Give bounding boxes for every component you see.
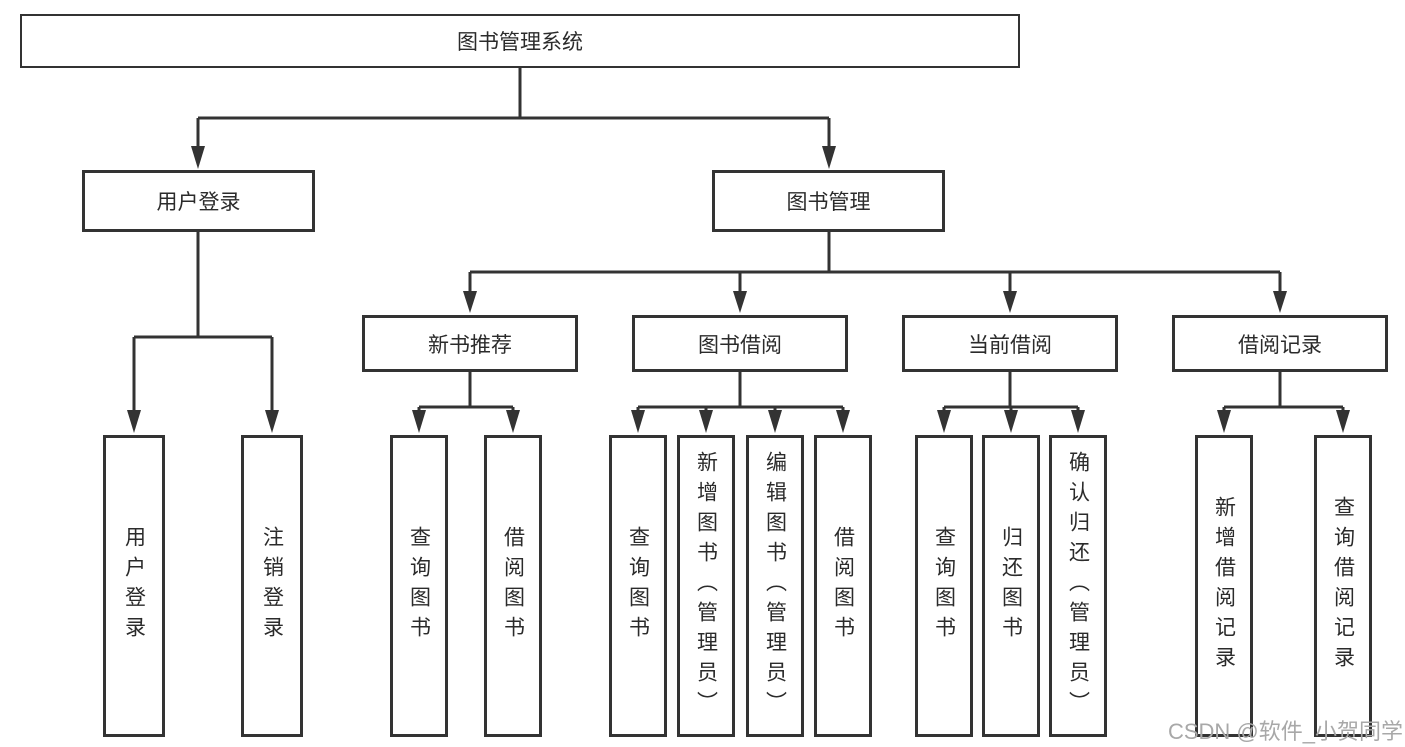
node-label: 确认归还（管理员） — [1066, 451, 1090, 721]
arrow-down-icon — [506, 410, 520, 433]
arrow-down-icon — [1071, 410, 1085, 433]
node-label: 借阅图书 — [831, 526, 855, 646]
arrow-down-icon — [631, 410, 645, 433]
leaf-borrow-books-2: 借阅图书 — [814, 435, 872, 737]
node-label: 新书推荐 — [428, 333, 512, 357]
leaf-query-books-3: 查询图书 — [915, 435, 973, 737]
arrow-down-icon — [822, 146, 836, 169]
node-label: 新增图书（管理员） — [694, 451, 718, 721]
node-label: 用户登录 — [122, 526, 146, 646]
arrow-down-icon — [1003, 291, 1017, 313]
leaf-query-borrow-record: 查询借阅记录 — [1314, 435, 1372, 737]
node-current-borrow: 当前借阅 — [902, 315, 1118, 372]
node-user-login: 用户登录 — [82, 170, 315, 232]
arrow-down-icon — [127, 410, 141, 433]
arrow-down-icon — [768, 410, 782, 433]
connector-new-book-to-leaves — [412, 372, 520, 433]
node-book-borrow: 图书借阅 — [632, 315, 848, 372]
node-label: 图书管理系统 — [457, 31, 583, 54]
node-label: 借阅图书 — [501, 526, 525, 646]
connector-root-to-level2 — [191, 68, 836, 169]
arrow-down-icon — [699, 410, 713, 433]
node-label: 查询图书 — [407, 526, 431, 646]
arrow-down-icon — [937, 410, 951, 433]
leaf-confirm-return-admin: 确认归还（管理员） — [1049, 435, 1107, 737]
node-label: 查询图书 — [626, 526, 650, 646]
arrow-down-icon — [1273, 291, 1287, 313]
node-label: 图书管理 — [786, 191, 871, 214]
node-new-book-recommend: 新书推荐 — [362, 315, 578, 372]
arrow-down-icon — [1217, 410, 1231, 433]
leaf-borrow-books-1: 借阅图书 — [484, 435, 542, 737]
node-label: 借阅记录 — [1238, 333, 1322, 357]
node-label: 查询借阅记录 — [1331, 496, 1355, 676]
arrow-down-icon — [191, 146, 205, 169]
node-borrow-records: 借阅记录 — [1172, 315, 1388, 372]
leaf-logout: 注销登录 — [241, 435, 303, 737]
arrow-down-icon — [412, 410, 426, 433]
leaf-user-login: 用户登录 — [103, 435, 165, 737]
node-library-system: 图书管理系统 — [20, 14, 1020, 68]
node-book-management: 图书管理 — [712, 170, 945, 232]
connector-book-management-to-level3 — [463, 232, 1287, 313]
node-label: 当前借阅 — [968, 333, 1052, 357]
node-label: 注销登录 — [260, 526, 284, 646]
leaf-query-books-1: 查询图书 — [390, 435, 448, 737]
node-label: 用户登录 — [156, 191, 241, 214]
leaf-query-books-2: 查询图书 — [609, 435, 667, 737]
arrow-down-icon — [463, 291, 477, 313]
connector-user-login-to-leaves — [127, 232, 279, 433]
connector-borrow-records-to-leaves — [1217, 372, 1350, 433]
csdn-watermark: CSDN @软件_小贺同学 — [1167, 719, 1403, 744]
arrow-down-icon — [733, 291, 747, 313]
leaf-edit-books-admin: 编辑图书（管理员） — [746, 435, 804, 737]
arrow-down-icon — [836, 410, 850, 433]
node-label: 图书借阅 — [698, 333, 782, 357]
leaf-add-books-admin: 新增图书（管理员） — [677, 435, 735, 737]
leaf-add-borrow-record: 新增借阅记录 — [1195, 435, 1253, 737]
node-label: 查询图书 — [932, 526, 956, 646]
node-label: 编辑图书（管理员） — [763, 451, 787, 721]
connector-book-borrow-to-leaves — [631, 372, 850, 433]
arrow-down-icon — [1336, 410, 1350, 433]
arrow-down-icon — [265, 410, 279, 433]
node-label: 归还图书 — [999, 526, 1023, 646]
leaf-return-books: 归还图书 — [982, 435, 1040, 737]
connector-current-borrow-to-leaves — [937, 372, 1085, 433]
node-label: 新增借阅记录 — [1212, 496, 1236, 676]
arrow-down-icon — [1004, 410, 1018, 433]
